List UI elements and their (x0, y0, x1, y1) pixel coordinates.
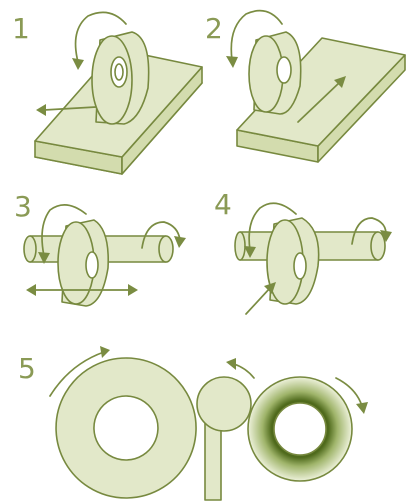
rotation-arrowhead-3a (38, 252, 50, 264)
shaft-right-end (158, 235, 174, 263)
regulating-wheel-bore (273, 402, 327, 456)
label-5: 5 (18, 352, 36, 385)
rotation-arrowhead-4b (380, 230, 392, 242)
rotation-arrowhead-4a (244, 246, 256, 258)
rotation-arrow-2 (230, 9, 283, 61)
rotation-arrowhead-2 (226, 56, 238, 68)
panel-5-centerless-grinding: 5 (18, 346, 368, 501)
label-3: 3 (14, 190, 32, 223)
label-2: 2 (205, 12, 223, 45)
rotation-arrow-4a (248, 202, 297, 251)
wheel-bore-4 (293, 252, 307, 280)
panel-4-plunge-grinding: 4 (214, 188, 392, 315)
feed-arrow-1 (43, 106, 97, 111)
shaft-4-right-end (370, 231, 386, 261)
rotation-arrowhead-5c (356, 402, 368, 414)
rotation-arrowhead-5a (100, 346, 110, 358)
feed-arrow-2 (297, 81, 341, 123)
grinding-wheel-large (55, 357, 197, 499)
rotation-arrow-1 (74, 11, 127, 63)
feed-arrowhead-2 (334, 76, 346, 88)
wheel-bore-2 (276, 56, 292, 84)
infeed-arrowhead-4 (264, 282, 276, 294)
label-1: 1 (12, 12, 30, 45)
panel-1-surface-grinding-transverse: 1 (12, 11, 203, 175)
label-4: 4 (214, 188, 232, 221)
shaft-left-end (23, 235, 37, 263)
panel-2-surface-grinding-longitudinal: 2 (205, 9, 406, 163)
rotation-arrowhead-1 (72, 58, 84, 70)
rotation-arrow-5c (335, 377, 363, 407)
rotation-arrowhead-5b (226, 358, 236, 370)
infeed-arrow-4 (245, 287, 271, 315)
rotation-arrowhead-3b (174, 236, 186, 248)
traverse-arrowhead-3-right (128, 284, 138, 296)
feed-arrowhead-1 (36, 104, 46, 116)
work-rest-blade (204, 419, 222, 501)
rotation-arrow-5b (233, 363, 255, 379)
panel-3-cylindrical-grinding: 3 (14, 190, 186, 307)
shaft-4-left-end (234, 231, 246, 261)
workpiece-round (196, 376, 252, 432)
rotation-arrow-3a (41, 204, 87, 257)
rotation-arrow-3b (141, 221, 181, 249)
wheel-bore-3 (85, 251, 99, 279)
wheel-bore-inner (114, 63, 124, 81)
rotation-arrow-4b (351, 217, 387, 245)
traverse-arrowhead-3-left (26, 284, 36, 296)
rotation-arrow-5a (49, 351, 105, 397)
